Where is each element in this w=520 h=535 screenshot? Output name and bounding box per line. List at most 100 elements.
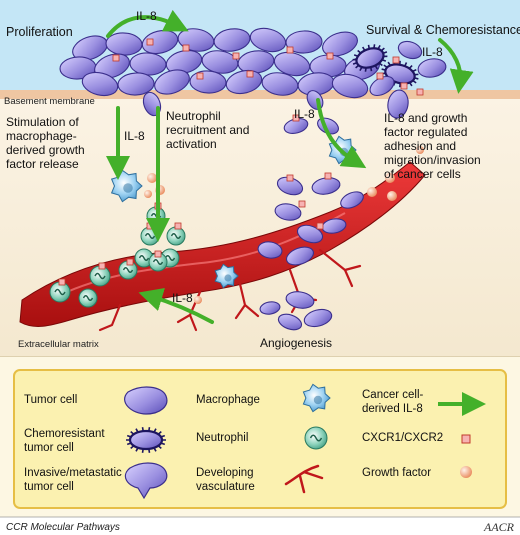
receptor-marker xyxy=(126,258,134,266)
receptor-marker xyxy=(146,222,154,230)
label-il8-top: IL-8 xyxy=(136,9,157,23)
il8-arrows xyxy=(106,9,474,324)
neutrophil xyxy=(166,226,186,246)
macrophage xyxy=(302,383,331,413)
legend-chemoresistant: Chemoresistant tumor cell xyxy=(24,428,108,454)
chemoresistant-cluster xyxy=(352,40,447,119)
growth-factor xyxy=(385,173,395,183)
macrophage xyxy=(214,263,239,289)
receptor-marker xyxy=(154,250,162,258)
tumor-cell xyxy=(285,291,315,309)
growth-factor-icon xyxy=(460,466,472,478)
label-angiogenesis: Angiogenesis xyxy=(260,336,332,350)
tumor-cell-sheet xyxy=(59,27,380,117)
tumor-cell xyxy=(322,31,358,57)
tumor-cell xyxy=(257,241,283,259)
label-il8-mid: IL-8 xyxy=(294,107,315,121)
vasculature-icon xyxy=(284,464,324,494)
basement-membrane xyxy=(0,90,520,99)
receptor-marker xyxy=(58,278,66,286)
tumor-cell xyxy=(259,301,281,315)
receptor-marker xyxy=(246,70,254,78)
footer-journal: CCR Molecular Pathways xyxy=(6,522,120,533)
tumor-cell xyxy=(154,69,190,95)
tumor-cell xyxy=(417,58,447,78)
growth-factor xyxy=(416,146,424,154)
label-il8-right: IL-8 xyxy=(422,45,443,59)
neutrophil xyxy=(89,265,111,287)
label-neutrophil-recruitment: Neutrophil recruitment and activation xyxy=(166,109,253,151)
receptor-marker xyxy=(98,262,106,270)
legend-tumor-cell: Tumor cell xyxy=(24,394,77,406)
tumor-cell xyxy=(273,51,311,77)
label-extracellular-matrix: Extracellular matrix xyxy=(18,339,99,350)
receptor-marker xyxy=(286,174,294,182)
tumor-cell xyxy=(296,224,324,244)
tumor-cell xyxy=(397,40,423,60)
tumor-cell xyxy=(286,246,314,266)
legend-neutrophil: Neutrophil xyxy=(196,432,248,444)
receptor-marker xyxy=(286,46,294,54)
legend-vasculature: Developing vasculature xyxy=(196,467,257,493)
label-il8-left: IL-8 xyxy=(124,129,145,143)
receptor-marker xyxy=(316,222,324,230)
receptor-marker xyxy=(392,56,400,64)
tumor-cell xyxy=(249,27,287,53)
tumor-cell xyxy=(331,73,369,99)
legend-invasive: Invasive/metastatic tumor cell xyxy=(24,467,125,493)
receptor-marker xyxy=(112,54,120,62)
receptor-marker xyxy=(324,172,332,180)
legend-macrophage: Macrophage xyxy=(196,394,260,406)
growth-factor xyxy=(147,173,157,183)
receptor-marker xyxy=(326,52,334,60)
legend-growth-factor: Growth factor xyxy=(362,467,431,479)
macrophage-icon xyxy=(302,383,331,413)
tumor-cell-icon xyxy=(124,386,168,415)
receptor-marker xyxy=(376,72,384,80)
receptor-marker xyxy=(182,44,190,52)
tumor-cell xyxy=(274,203,302,221)
growth-factor xyxy=(194,296,202,304)
growth-factor xyxy=(367,187,377,197)
legend-cancer-il8: Cancer cell- derived IL-8 xyxy=(362,389,427,415)
aacr-logo: AACR xyxy=(483,520,515,534)
receptor-marker xyxy=(196,72,204,80)
label-il8-bottom: IL-8 xyxy=(172,291,193,305)
neutrophil xyxy=(78,288,98,308)
growth-factor xyxy=(387,191,397,201)
tumor-cell xyxy=(277,313,303,331)
receptor-marker xyxy=(146,38,154,46)
receptor-marker xyxy=(416,88,424,96)
proliferation-arrow xyxy=(106,9,189,38)
receptor-marker xyxy=(292,114,300,122)
invasive-cell-icon xyxy=(124,462,168,500)
angiogenesis-arrow xyxy=(138,287,214,324)
receptor-icon xyxy=(461,434,471,444)
tumor-cell xyxy=(387,89,409,119)
survival-arrow xyxy=(438,38,474,94)
label-macrophage-release: Stimulation of macrophage- derived growt… xyxy=(6,115,88,171)
adhesion-arrow xyxy=(316,98,367,169)
tumor-cell xyxy=(141,29,179,55)
tumor-cell xyxy=(285,30,323,54)
neutrophil-icon xyxy=(304,426,328,450)
receptor-marker xyxy=(232,52,240,60)
chemoresistant-cell xyxy=(352,44,388,72)
receptor-marker xyxy=(400,82,408,90)
receptor-marker xyxy=(298,200,306,208)
label-survival: Survival & Chemoresistance xyxy=(366,23,520,37)
neutrophil xyxy=(148,252,168,272)
label-proliferation: Proliferation xyxy=(6,25,73,39)
tumor-cell xyxy=(81,71,119,97)
neutrophil xyxy=(304,426,328,450)
tumor-cell xyxy=(117,72,155,96)
growth-factor xyxy=(144,190,152,198)
tumor-cell xyxy=(303,308,333,328)
label-basement-membrane: Basement membrane xyxy=(4,96,95,107)
legend: Tumor cell Chemoresistant tumor cell Inv… xyxy=(13,369,507,509)
label-adhesion-migration: IL-8 and growth factor regulated adhesio… xyxy=(384,111,484,181)
legend-receptor: CXCR1/CXCR2 xyxy=(362,432,443,444)
chemoresistant-cell-icon xyxy=(126,427,166,453)
tumor-cell xyxy=(340,191,364,209)
